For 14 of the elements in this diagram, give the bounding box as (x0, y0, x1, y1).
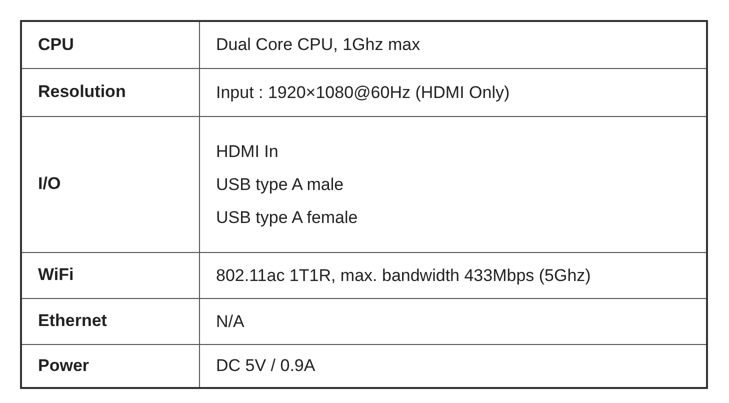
spec-value: 802.11ac 1T1R, max. bandwidth 433Mbps (5Ghz) (216, 264, 591, 286)
row-label: Resolution (38, 82, 126, 101)
spec-value: Dual Core CPU, 1Ghz max (216, 34, 420, 56)
spec-value: HDMI In (216, 140, 278, 162)
row-label: Power (38, 356, 90, 375)
spec-value: N/A (216, 310, 244, 332)
spec-value: USB type A female (216, 206, 358, 228)
spec-value: Input : 1920×1080@60Hz (HDMI Only) (216, 82, 510, 104)
row-label: I/O (38, 174, 61, 193)
row-label: WiFi (38, 265, 74, 284)
spec-value: DC 5V / 0.9A (216, 355, 316, 378)
spec-value: USB type A male (216, 174, 344, 196)
row-label: CPU (38, 34, 74, 54)
row-label: Ethernet (38, 311, 107, 330)
